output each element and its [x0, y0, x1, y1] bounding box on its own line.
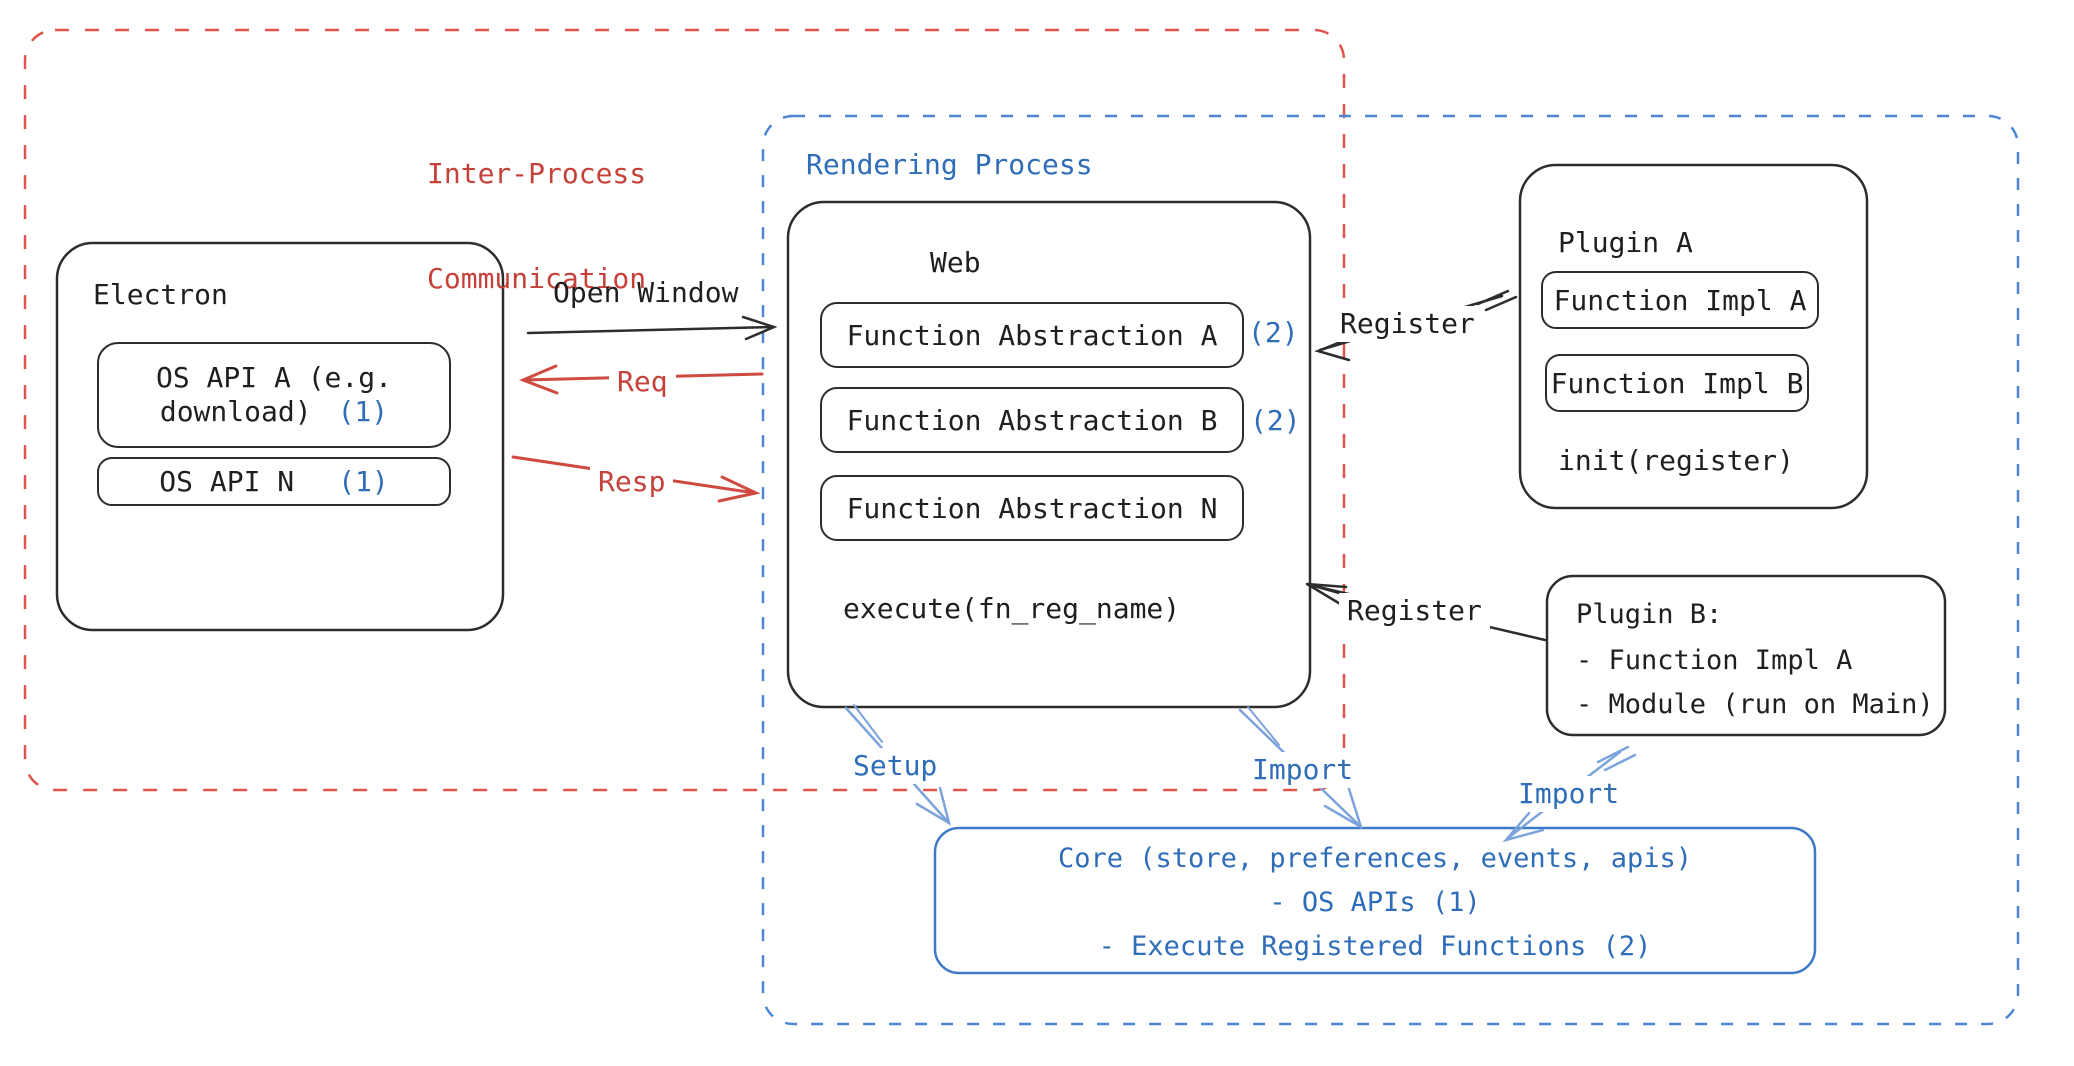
- core-box: [933, 826, 1817, 975]
- plugin-a-box: [1518, 163, 1869, 510]
- init-register-label: init(register): [1558, 444, 1795, 477]
- import-right-label: Import: [1510, 776, 1628, 812]
- fn-impl-b-box: [1545, 354, 1809, 412]
- fn-impl-a-label: Function Impl A: [1553, 283, 1807, 317]
- os-api-a-line2: download): [159, 395, 312, 428]
- os-api-a-box: [97, 342, 451, 448]
- os-api-n-text: OS API N: [159, 465, 295, 498]
- ipc-group-label: Inter-Process Communication: [427, 86, 646, 366]
- plugin-b-item1: - Function Impl A: [1576, 645, 1853, 676]
- core-line1: Core (store, preferences, events, apis): [1058, 842, 1692, 874]
- os-api-n-box: [97, 457, 451, 506]
- fn-impl-b-label: Function Impl B: [1550, 366, 1804, 400]
- ipc-label-line2: Communication: [427, 262, 647, 295]
- plugin-b-title: Plugin B:: [1576, 599, 1723, 630]
- web-title: Web: [930, 246, 981, 279]
- fn-abs-b-box: [820, 387, 1244, 453]
- fn-abs-n-box: [820, 475, 1244, 541]
- os-api-a-badge: (1): [337, 395, 389, 428]
- execute-label: execute(fn_reg_name): [843, 592, 1181, 625]
- fn-abs-a-badge: (2): [1248, 316, 1299, 349]
- core-line3: - Execute Registered Functions (2): [1098, 930, 1652, 962]
- plugin-b-item2: - Module (run on Main): [1576, 689, 1934, 720]
- rendering-group-label: Rendering Process: [806, 148, 1093, 181]
- fn-abs-b-badge: (2): [1250, 404, 1301, 437]
- import-mid-label: Import: [1244, 752, 1362, 788]
- fn-abs-b-label: Function Abstraction B: [846, 403, 1218, 437]
- os-api-n-badge: (1): [338, 465, 389, 498]
- fn-abs-n-label: Function Abstraction N: [846, 491, 1218, 525]
- core-line2: - OS APIs (1): [1269, 886, 1481, 918]
- web-box: [786, 200, 1312, 709]
- core-label: Core (store, preferences, events, apis) …: [935, 832, 1815, 973]
- electron-title: Electron: [93, 278, 228, 311]
- resp-label: Resp: [590, 464, 674, 500]
- ipc-label-line1: Inter-Process: [427, 157, 647, 190]
- fn-impl-a-box: [1541, 271, 1819, 329]
- plugin-a-title: Plugin A: [1558, 226, 1693, 259]
- os-api-n-label: OS API N (1): [98, 458, 450, 505]
- open-window-label: Open Window: [553, 276, 739, 309]
- rendering-boundary-box: [761, 114, 2020, 1026]
- os-api-a-label: OS API A (e.g. download) (1): [98, 343, 450, 447]
- register-bottom-label: Register: [1339, 593, 1490, 629]
- os-api-a-line2-row: download) (1): [160, 395, 388, 429]
- ipc-boundary-box: [23, 28, 1346, 792]
- req-label: Req: [609, 364, 676, 400]
- plugin-b-box: [1545, 574, 1947, 737]
- register-top-label: Register: [1332, 306, 1483, 342]
- os-api-a-line1: OS API A (e.g.: [155, 361, 392, 394]
- fn-abs-a-box: [820, 302, 1244, 368]
- setup-label: Setup: [845, 748, 946, 784]
- fn-abs-a-label: Function Abstraction A: [846, 318, 1218, 352]
- open-window-arrow: [526, 315, 778, 341]
